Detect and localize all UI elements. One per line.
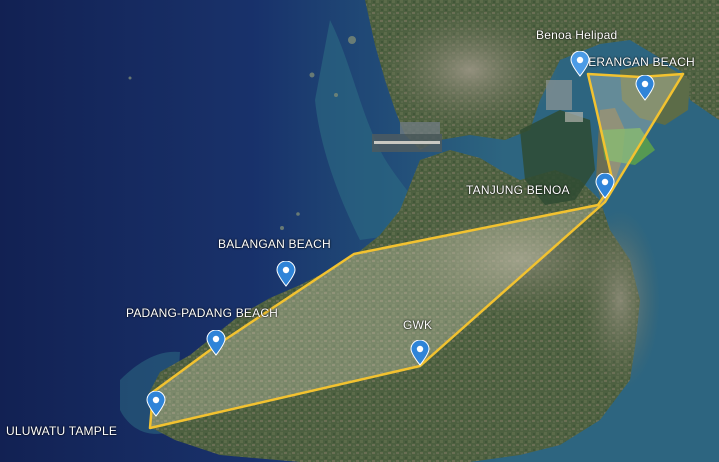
airport-runway xyxy=(372,122,442,152)
marker-gwk[interactable] xyxy=(410,340,430,366)
map-pin-icon xyxy=(146,391,166,417)
label-padang-padang-beach: PADANG-PADANG BEACH xyxy=(126,306,279,320)
label-benoa-helipad: Benoa Helipad xyxy=(536,28,618,42)
map-pin-icon xyxy=(570,51,590,77)
marker-benoa-helipad[interactable] xyxy=(570,51,590,77)
marker-serangan-beach[interactable] xyxy=(635,75,655,101)
reef-shallows xyxy=(315,20,430,240)
map-pin-icon xyxy=(276,261,296,287)
label-gwk: GWK xyxy=(403,318,433,332)
map-pin-icon xyxy=(206,330,226,356)
marker-padang-padang-beach[interactable] xyxy=(206,330,226,356)
map-pin-icon xyxy=(595,173,615,199)
label-serangan-beach: SERANGAN BEACH xyxy=(580,55,695,69)
label-uluwatu-tample: ULUWATU TAMPLE xyxy=(6,424,118,438)
label-tanjung-benoa: TANJUNG BENOA xyxy=(466,183,570,197)
marker-tanjung-benoa[interactable] xyxy=(595,173,615,199)
marker-uluwatu-tample[interactable] xyxy=(146,391,166,417)
map-pin-icon xyxy=(635,75,655,101)
map-pin-icon xyxy=(410,340,430,366)
marker-balangan-beach[interactable] xyxy=(276,261,296,287)
label-balangan-beach: BALANGAN BEACH xyxy=(218,237,331,251)
islets xyxy=(128,36,356,230)
